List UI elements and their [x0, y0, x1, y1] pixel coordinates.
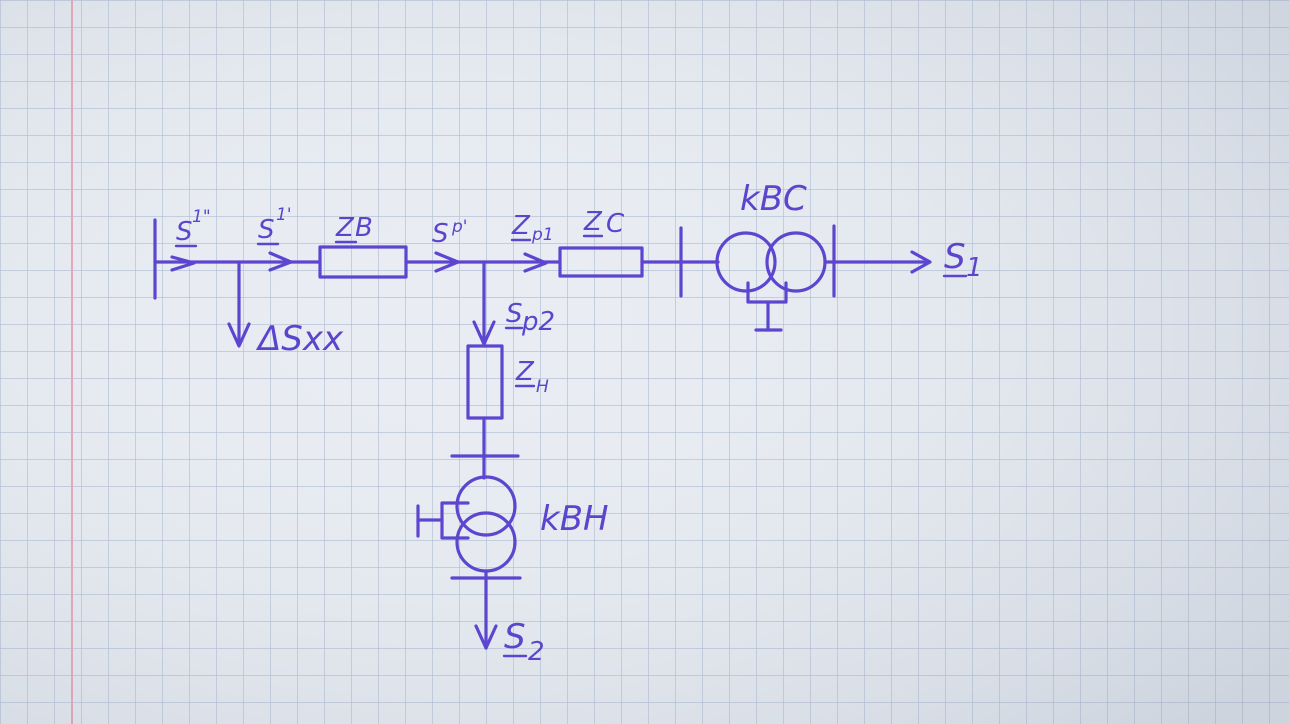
kbc-winding-1 [715, 231, 777, 293]
label-zc: Z C [582, 207, 625, 239]
svg-text:H: H [536, 377, 549, 397]
svg-text:1': 1' [276, 205, 292, 225]
label-s1-double: S 1" [174, 207, 211, 248]
svg-text:p1: p1 [531, 225, 554, 245]
delta-sxx-arrow [227, 322, 251, 348]
label-zh: Z H [514, 357, 549, 397]
flow-arrow-s1-prime [268, 251, 293, 272]
output-arrow-1 [910, 250, 932, 274]
svg-text:p': p' [451, 217, 467, 237]
label-kbc: kBC [740, 179, 807, 219]
label-sp2: S p2 [504, 299, 555, 337]
flow-arrow-s1-double [170, 255, 196, 272]
label-kbh: kBH [540, 499, 609, 539]
svg-text:Z: Z [511, 211, 531, 241]
svg-text:2: 2 [528, 637, 545, 667]
svg-text:S: S [258, 215, 275, 245]
svg-text:C: C [606, 209, 625, 239]
svg-text:S: S [504, 617, 526, 657]
label-s1-prime: S 1' [256, 205, 292, 246]
svg-text:S: S [506, 299, 523, 329]
svg-text:Z: Z [335, 213, 355, 243]
flow-arrow-sp-prime [434, 251, 460, 273]
svg-text:1: 1 [966, 253, 983, 283]
label-delta-sxx: ΔSxx [255, 319, 344, 359]
svg-text:S: S [176, 217, 193, 247]
svg-text:p2: p2 [521, 307, 555, 337]
label-zb: Z B [334, 213, 373, 244]
svg-text:Z: Z [583, 207, 603, 237]
svg-text:Z: Z [515, 357, 535, 387]
label-s-out2: S 2 [502, 617, 545, 667]
svg-text:1": 1" [192, 207, 211, 227]
kbh-winding-1 [455, 475, 517, 537]
sp2-arrow [472, 320, 496, 346]
flow-arrow-zp1 [523, 252, 548, 273]
output-arrow-2 [474, 624, 498, 650]
label-zp1: Z p1 [510, 211, 554, 245]
label-sp-prime: S p' [432, 217, 467, 249]
label-s-out1: S 1 [942, 237, 983, 283]
svg-text:B: B [355, 213, 373, 243]
svg-text:ΔSxx: ΔSxx [255, 319, 344, 359]
svg-text:S: S [944, 237, 966, 277]
svg-text:S: S [432, 219, 449, 249]
